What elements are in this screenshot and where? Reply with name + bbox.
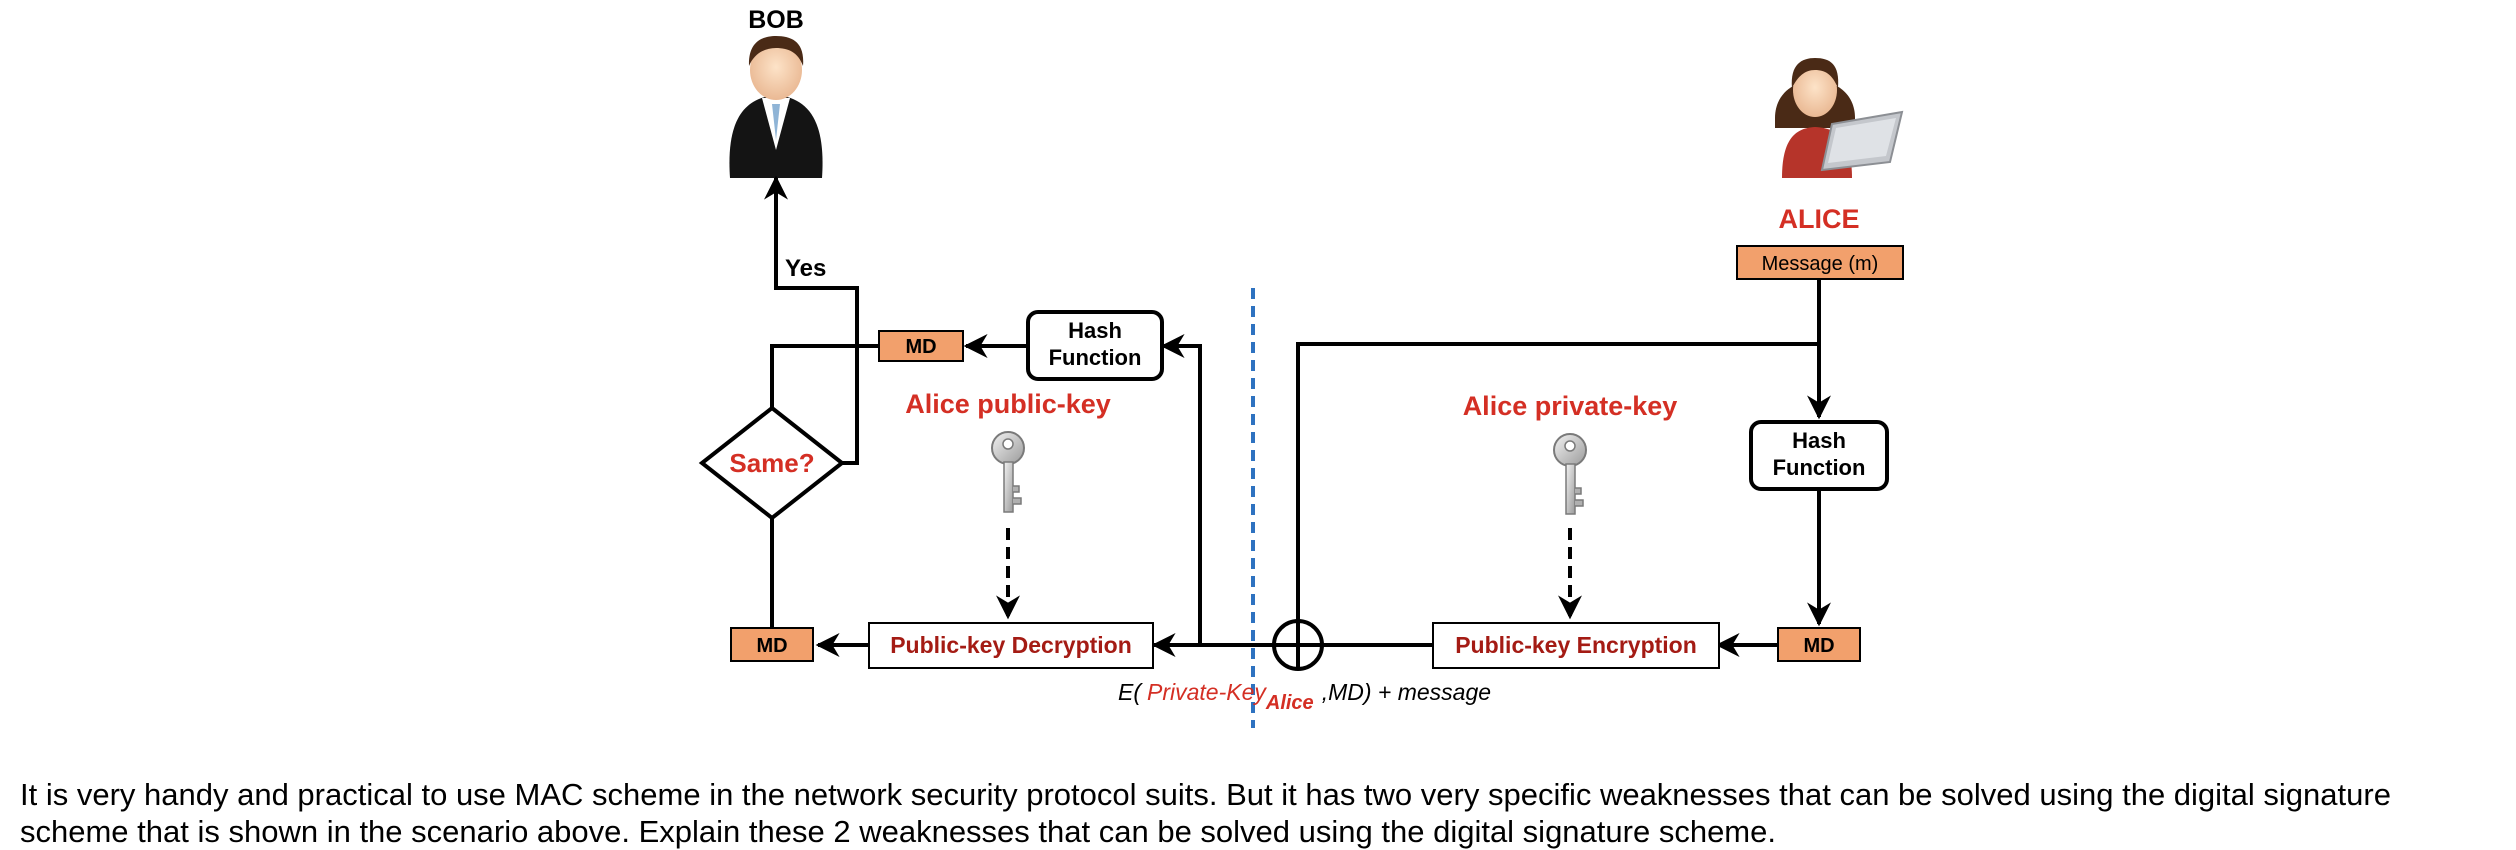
same-label: Same? [729, 448, 814, 478]
hash-function-box-left [1026, 310, 1164, 381]
message-label: Message (m) [1762, 253, 1879, 275]
hash-function-box-right [1749, 420, 1889, 491]
message-box [1736, 245, 1904, 280]
private-key-label: Alice private-key [1463, 391, 1678, 421]
formula-key: Private-Key [1147, 679, 1267, 705]
key-arrows [996, 528, 1582, 620]
woman-with-laptop-icon [1775, 58, 1904, 178]
md-bottom-left-label: MD [756, 635, 787, 657]
key-icon [1553, 433, 1587, 515]
public-key-label: Alice public-key [905, 389, 1111, 419]
yes-label: Yes [785, 255, 826, 282]
bob-label: BOB [748, 6, 804, 34]
hash-function-right-line1: Hash [1792, 428, 1846, 453]
decryption-box [868, 622, 1154, 669]
businessman-icon [729, 36, 823, 178]
md-right-label: MD [1803, 635, 1834, 657]
md-box-right [1777, 627, 1861, 662]
formula-prefix: E( [1118, 679, 1143, 705]
hash-function-left-line2: Function [1049, 345, 1142, 370]
question-text: It is very handy and practical to use MA… [20, 777, 2391, 849]
md-top-left-label: MD [905, 336, 936, 358]
encryption-box [1432, 622, 1720, 669]
hash-function-right-line2: Function [1773, 455, 1866, 480]
circled-plus-icon [1272, 619, 1324, 671]
md-box-top-left [878, 330, 964, 362]
decryption-label: Public-key Decryption [890, 632, 1132, 658]
signature-formula: E(Private-KeyAlice ,MD) + message [1118, 679, 1491, 714]
hash-function-left-line1: Hash [1068, 318, 1122, 343]
encryption-label: Public-key Encryption [1455, 632, 1697, 658]
md-box-bottom-left [730, 627, 814, 662]
digital-signature-diagram: BOB ALICE Message (m) [698, 6, 1904, 728]
alice-label: ALICE [1779, 204, 1860, 234]
key-icon [991, 431, 1025, 513]
formula-sub: Alice [1265, 692, 1314, 714]
comparison-diamond [698, 405, 846, 521]
formula-suffix: ,MD) + message [1322, 679, 1491, 705]
